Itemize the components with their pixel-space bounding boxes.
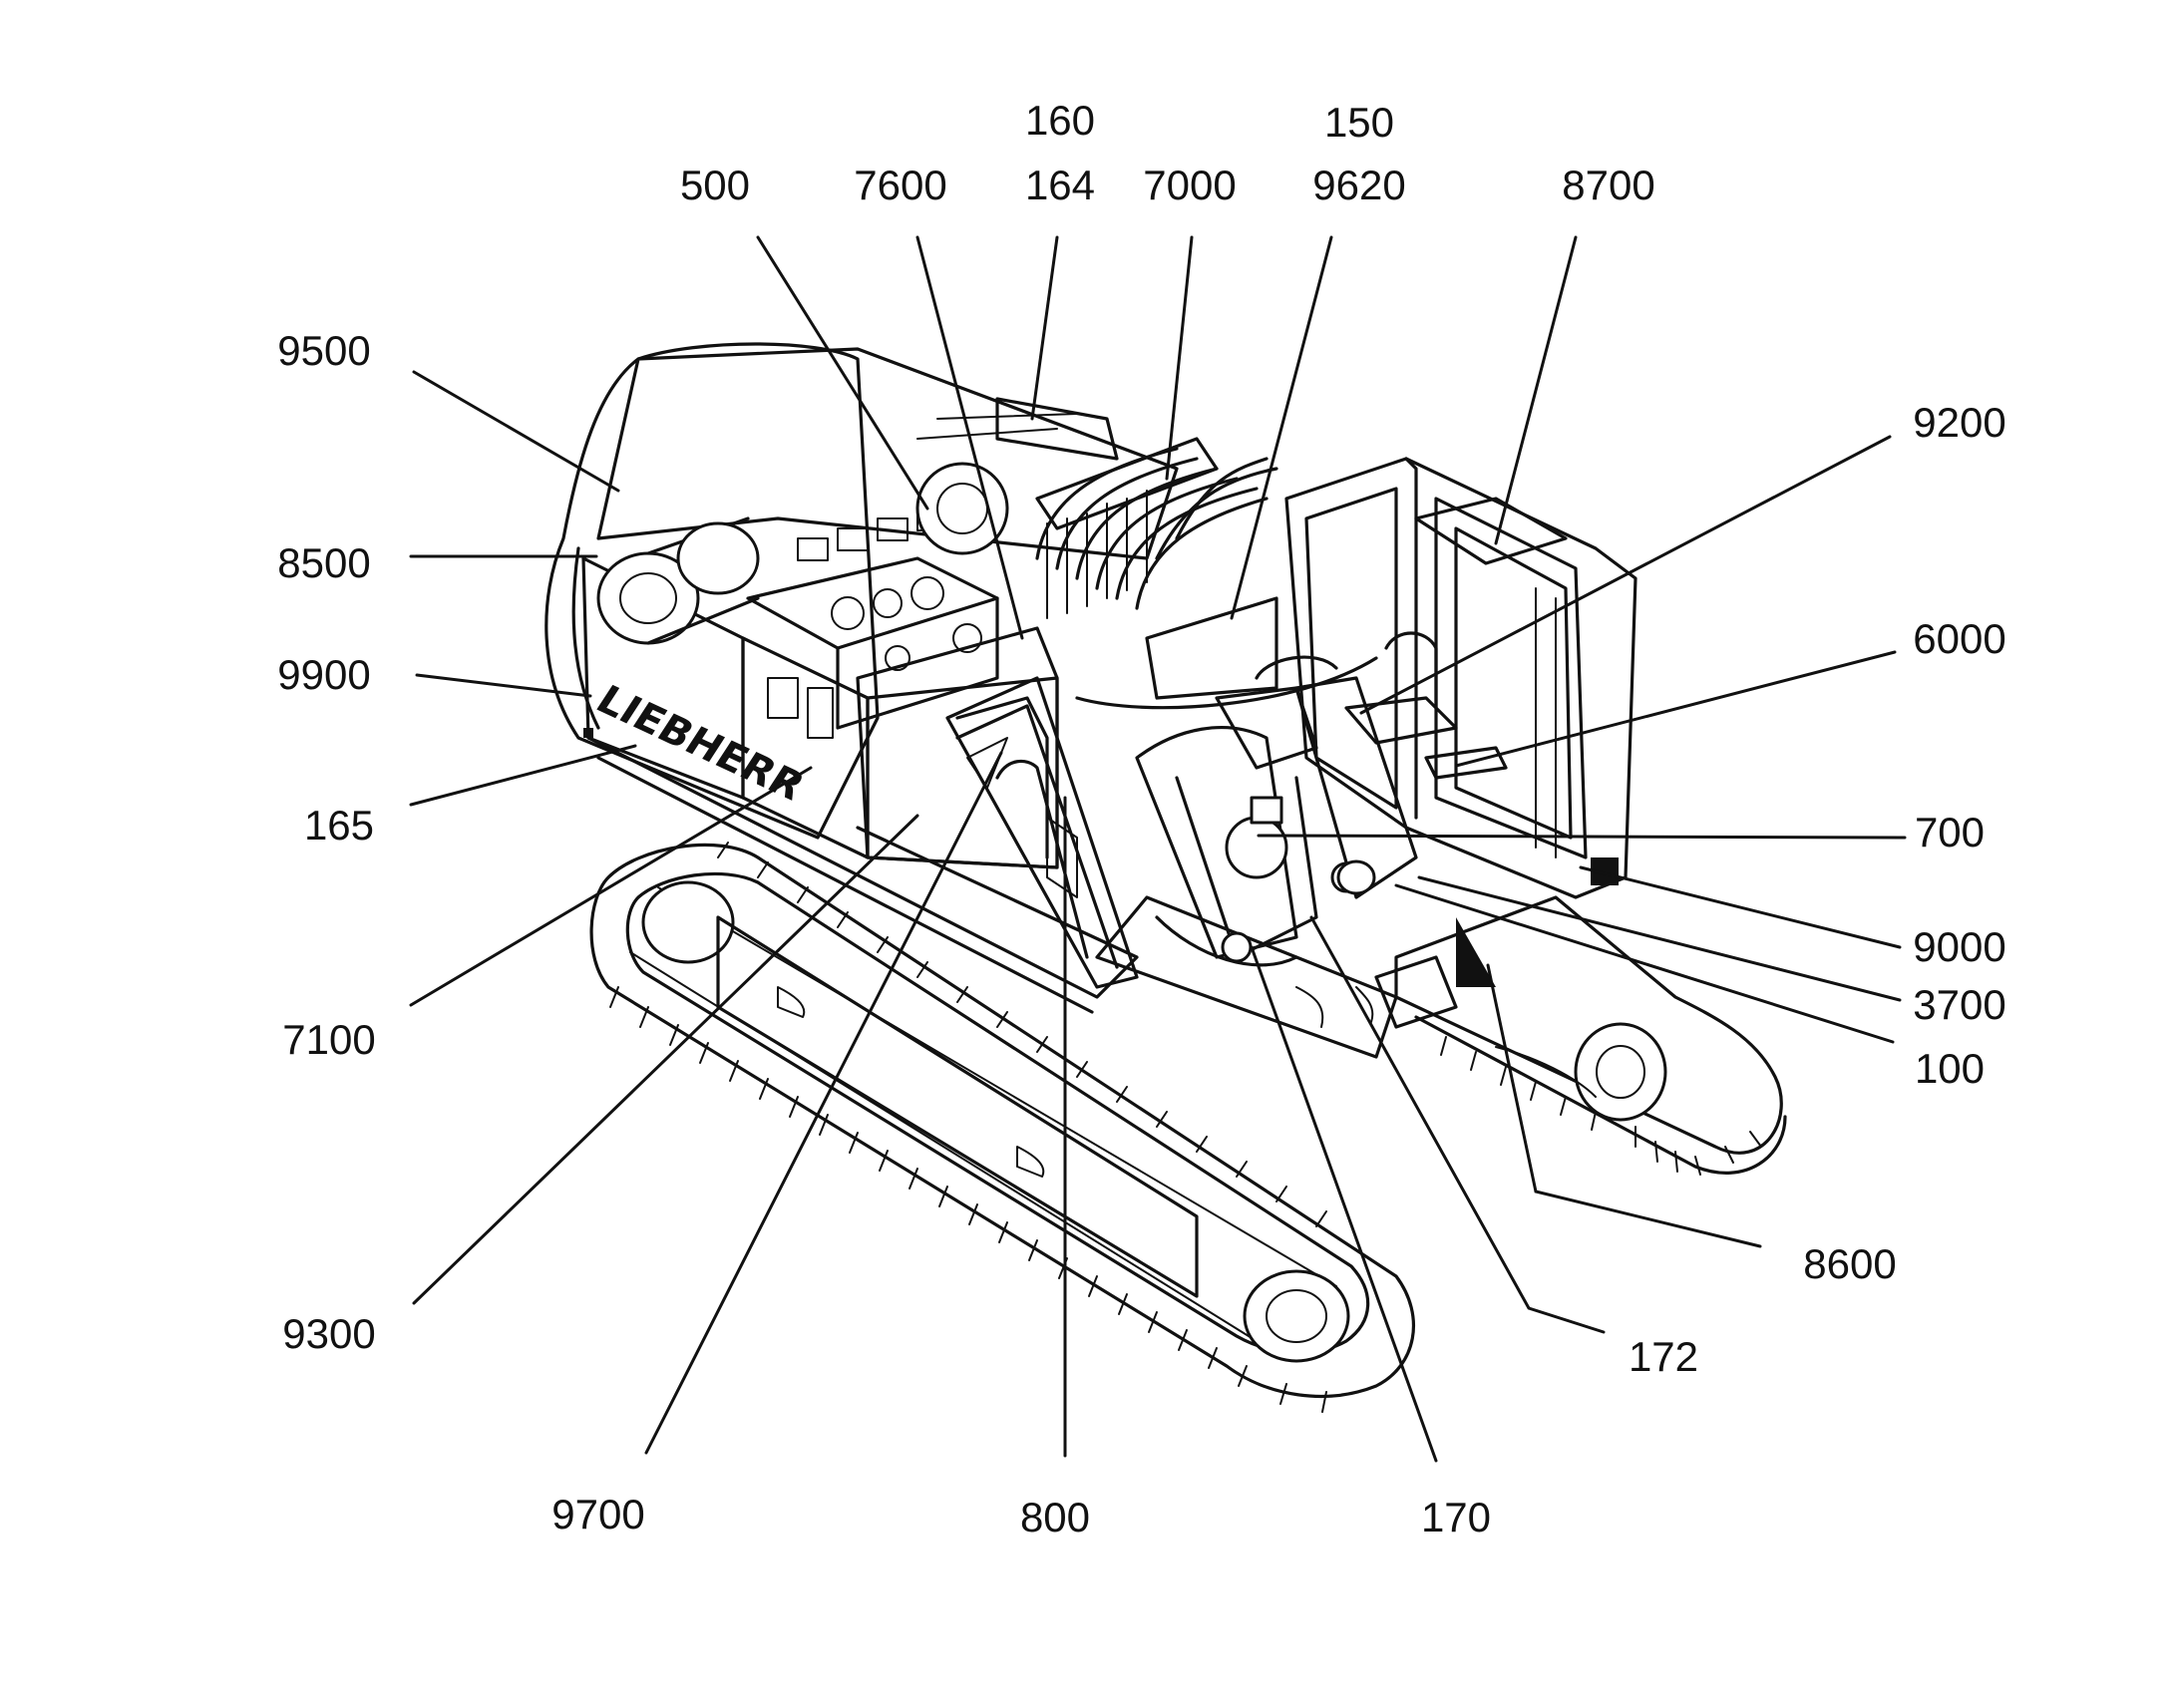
label-9900: 9900 bbox=[277, 651, 370, 698]
label-9700: 9700 bbox=[551, 1491, 644, 1537]
label-500: 500 bbox=[680, 162, 750, 208]
leader-3700 bbox=[1417, 875, 1902, 1002]
label-800: 800 bbox=[1020, 1494, 1090, 1540]
label-8600: 8600 bbox=[1803, 1240, 1896, 1287]
leader-7600 bbox=[915, 235, 1024, 640]
leader-9620 bbox=[1230, 235, 1333, 620]
leader-9700 bbox=[644, 751, 1003, 1455]
leader-8700 bbox=[1494, 235, 1578, 545]
leader-700 bbox=[1257, 834, 1907, 840]
leader-7000 bbox=[1165, 235, 1194, 481]
undercarriage-carbody bbox=[1095, 895, 1398, 1059]
label-9300: 9300 bbox=[282, 1310, 375, 1357]
label-160: 160 bbox=[1025, 97, 1095, 144]
label-172: 172 bbox=[1629, 1333, 1698, 1380]
label-164: 164 bbox=[1025, 162, 1095, 208]
boom-foot-linkage bbox=[1135, 655, 1418, 967]
front-idler-wheel bbox=[1243, 1269, 1350, 1363]
leader-170 bbox=[1250, 945, 1438, 1463]
leader-100 bbox=[1394, 883, 1895, 1044]
track-upper-links bbox=[717, 842, 1327, 1227]
leader-9200 bbox=[1359, 435, 1892, 715]
rear-right-sprocket bbox=[1574, 1022, 1667, 1122]
leader-7100 bbox=[409, 766, 813, 1007]
fan-pump bbox=[915, 462, 1009, 555]
callout-labels: 160 150 500 7600 164 7000 9620 8700 9500… bbox=[277, 97, 2005, 1540]
leader-172 bbox=[1309, 915, 1606, 1334]
leader-9000 bbox=[1579, 865, 1902, 949]
label-9620: 9620 bbox=[1312, 162, 1405, 208]
label-7000: 7000 bbox=[1143, 162, 1236, 208]
boom-cylinder-pivot bbox=[1225, 816, 1288, 879]
label-7100: 7100 bbox=[282, 1016, 375, 1063]
leader-lines bbox=[409, 235, 1907, 1463]
label-9200: 9200 bbox=[1913, 399, 2005, 446]
leader-500 bbox=[756, 235, 929, 511]
right-crawler-track bbox=[1394, 895, 1787, 1176]
leader-9500 bbox=[412, 370, 620, 493]
label-165: 165 bbox=[304, 802, 374, 849]
label-700: 700 bbox=[1915, 809, 1985, 855]
left-crawler-track bbox=[589, 842, 1416, 1413]
rear-sprocket-wheel bbox=[641, 880, 735, 964]
leader-164 bbox=[1030, 235, 1059, 421]
leader-9900 bbox=[415, 673, 592, 698]
label-8500: 8500 bbox=[277, 539, 370, 586]
label-7600: 7600 bbox=[854, 162, 946, 208]
label-170: 170 bbox=[1421, 1494, 1491, 1540]
leader-9300 bbox=[412, 814, 919, 1305]
excavator-illustration: LIEBHERR bbox=[545, 342, 1787, 1413]
track-shoes bbox=[609, 986, 1327, 1413]
leader-8600 bbox=[1486, 963, 1762, 1248]
leader-6000 bbox=[1454, 650, 1897, 768]
leader-165 bbox=[409, 744, 637, 807]
label-150: 150 bbox=[1324, 99, 1394, 146]
label-6000: 6000 bbox=[1913, 615, 2005, 662]
label-8700: 8700 bbox=[1562, 162, 1654, 208]
label-9500: 9500 bbox=[277, 327, 370, 374]
access-step-arrow bbox=[1355, 917, 1496, 1029]
label-100: 100 bbox=[1915, 1045, 1985, 1092]
label-9000: 9000 bbox=[1913, 923, 2005, 970]
label-3700: 3700 bbox=[1913, 981, 2005, 1028]
